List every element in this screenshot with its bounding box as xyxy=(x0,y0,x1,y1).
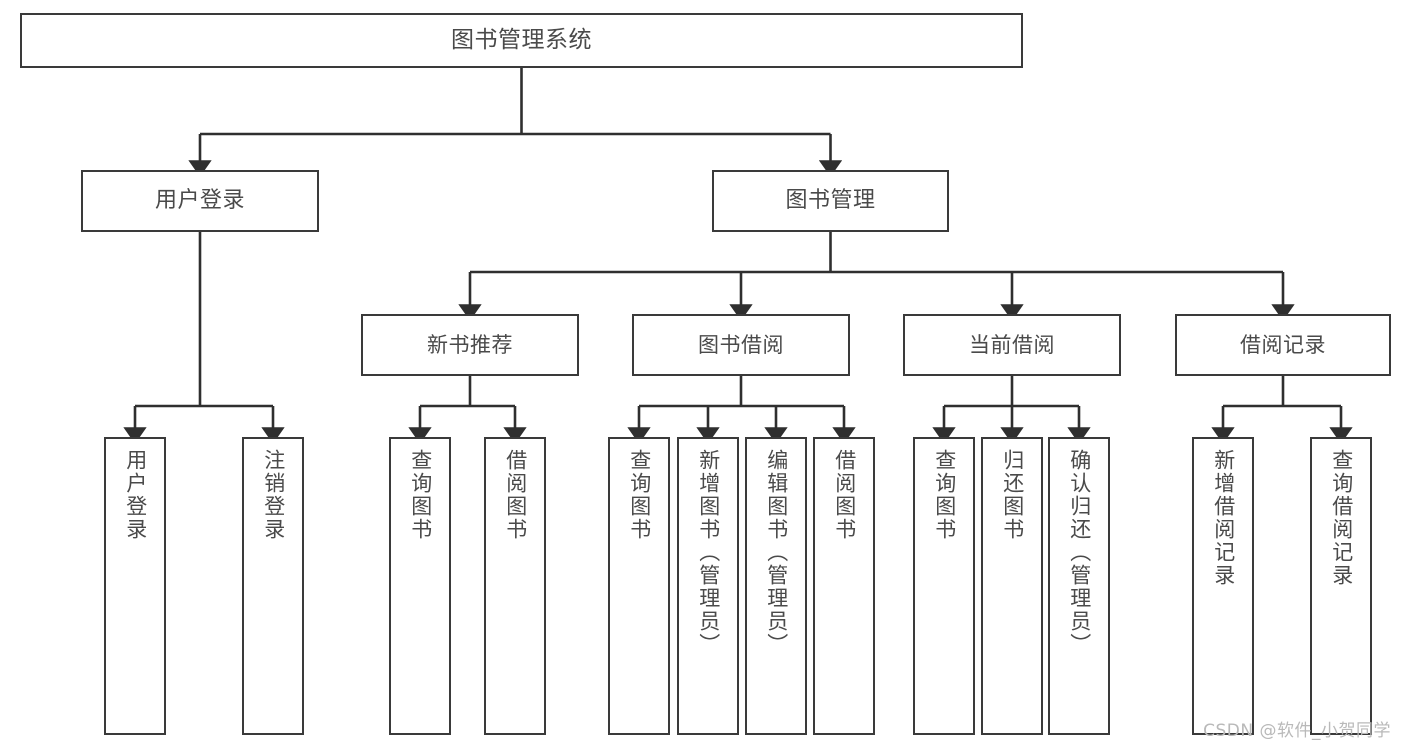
node-root-label: 图书管理系统 xyxy=(451,27,592,54)
node-leaf-user-logout[interactable]: 注销登录 xyxy=(242,437,304,735)
node-leaf-borrow-borrow-book-label: 借阅图书 xyxy=(832,449,857,541)
node-leaf-rec-query-record[interactable]: 查询借阅记录 xyxy=(1310,437,1372,735)
node-leaf-borrow-add-book-label: 新增图书（管理员） xyxy=(696,449,721,656)
node-leaf-cur-query-book-label: 查询图书 xyxy=(932,449,957,541)
node-user-login[interactable]: 用户登录 xyxy=(81,170,319,232)
node-leaf-rec-query-book-label: 查询图书 xyxy=(408,449,433,541)
watermark-text: CSDN @软件_小贺同学 xyxy=(1203,721,1391,741)
node-leaf-cur-confirm-return-label: 确认归还（管理员） xyxy=(1067,449,1092,656)
node-leaf-cur-confirm-return[interactable]: 确认归还（管理员） xyxy=(1048,437,1110,735)
node-root[interactable]: 图书管理系统 xyxy=(20,13,1023,68)
node-user-login-label: 用户登录 xyxy=(154,188,245,214)
node-borrow-record[interactable]: 借阅记录 xyxy=(1175,314,1391,376)
node-leaf-rec-borrow-book-label: 借阅图书 xyxy=(503,449,528,541)
node-book-borrow-label: 图书借阅 xyxy=(698,332,784,357)
node-leaf-rec-query-book[interactable]: 查询图书 xyxy=(389,437,451,735)
node-book-manage[interactable]: 图书管理 xyxy=(712,170,949,232)
node-leaf-rec-add-record[interactable]: 新增借阅记录 xyxy=(1192,437,1254,735)
node-leaf-rec-borrow-book[interactable]: 借阅图书 xyxy=(484,437,546,735)
node-book-manage-label: 图书管理 xyxy=(785,188,876,214)
node-borrow-record-label: 借阅记录 xyxy=(1240,332,1326,357)
node-leaf-user-login[interactable]: 用户登录 xyxy=(104,437,166,735)
node-new-book-recommend-label: 新书推荐 xyxy=(427,332,513,357)
node-new-book-recommend[interactable]: 新书推荐 xyxy=(361,314,579,376)
node-leaf-user-login-label: 用户登录 xyxy=(123,449,148,541)
node-current-borrow-label: 当前借阅 xyxy=(969,332,1055,357)
node-leaf-borrow-query-book[interactable]: 查询图书 xyxy=(608,437,670,735)
node-current-borrow[interactable]: 当前借阅 xyxy=(903,314,1121,376)
node-book-borrow[interactable]: 图书借阅 xyxy=(632,314,850,376)
node-leaf-cur-return-book[interactable]: 归还图书 xyxy=(981,437,1043,735)
node-leaf-borrow-add-book[interactable]: 新增图书（管理员） xyxy=(677,437,739,735)
node-leaf-cur-return-book-label: 归还图书 xyxy=(1000,449,1025,541)
node-leaf-borrow-edit-book[interactable]: 编辑图书（管理员） xyxy=(745,437,807,735)
node-leaf-cur-query-book[interactable]: 查询图书 xyxy=(913,437,975,735)
node-leaf-rec-query-record-label: 查询借阅记录 xyxy=(1329,449,1354,587)
node-leaf-borrow-borrow-book[interactable]: 借阅图书 xyxy=(813,437,875,735)
node-leaf-rec-add-record-label: 新增借阅记录 xyxy=(1211,449,1236,587)
node-leaf-borrow-query-book-label: 查询图书 xyxy=(627,449,652,541)
node-leaf-borrow-edit-book-label: 编辑图书（管理员） xyxy=(764,449,789,656)
node-leaf-user-logout-label: 注销登录 xyxy=(261,449,286,541)
